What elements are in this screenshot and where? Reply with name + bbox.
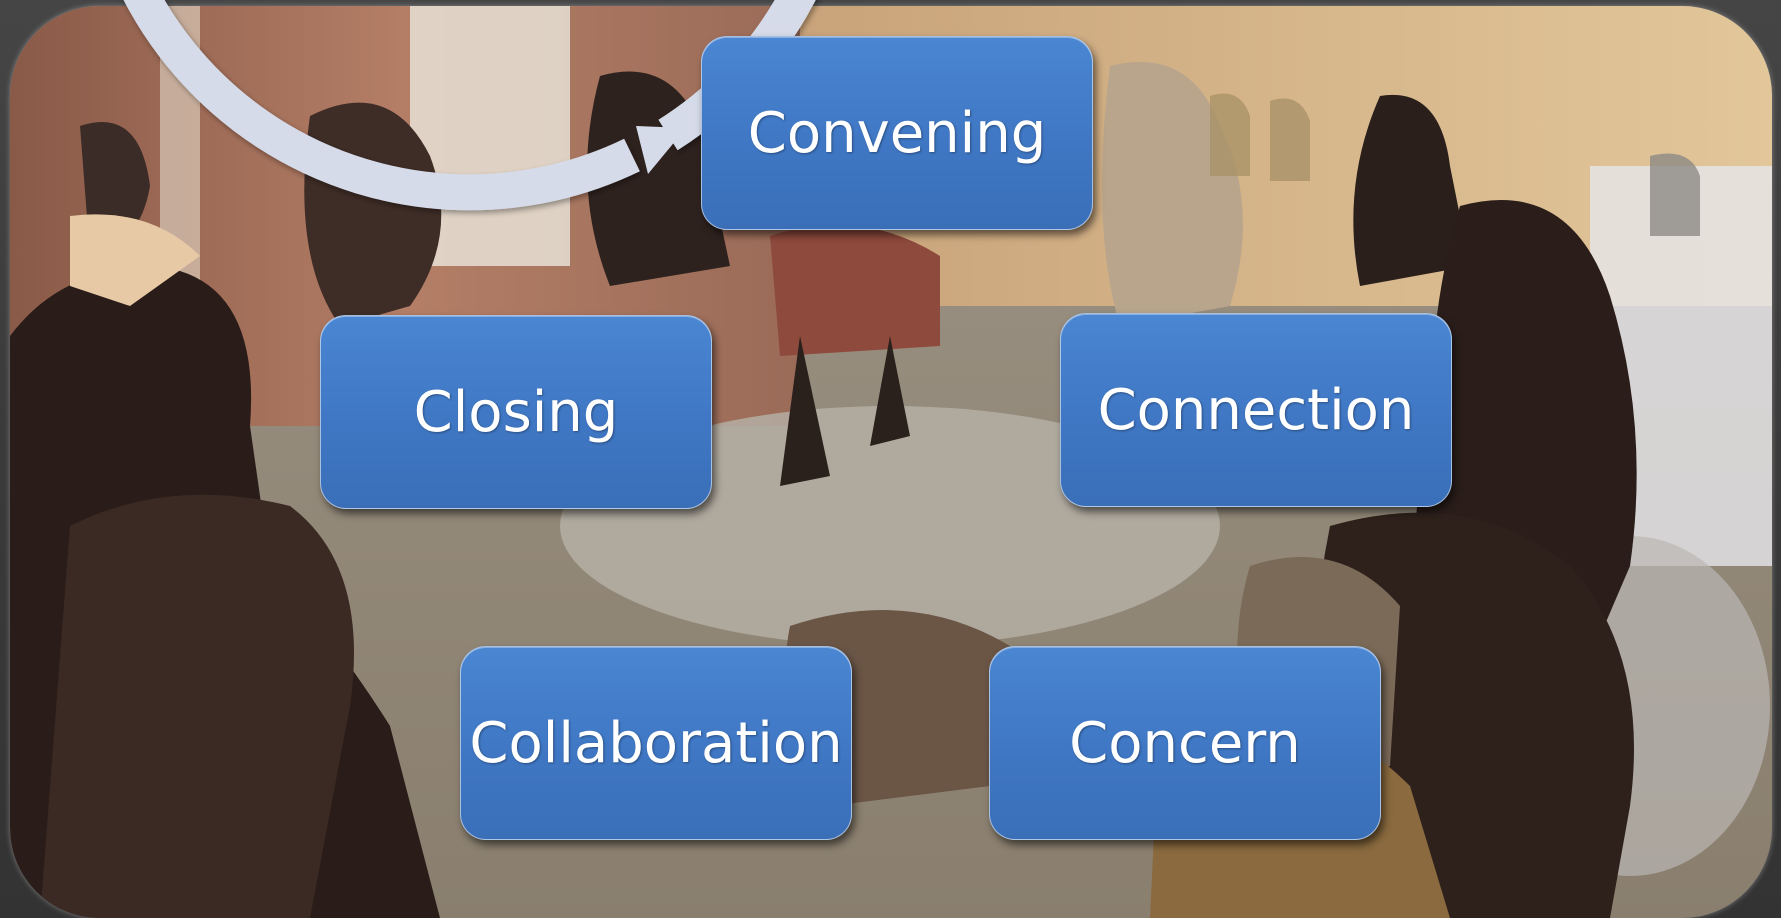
node-label: Concern — [1069, 710, 1301, 776]
node-label: Closing — [413, 379, 619, 445]
cycle-ring — [123, 0, 816, 211]
node-label: Convening — [747, 100, 1047, 166]
cycle-arrowhead — [636, 126, 686, 174]
node-convening: Convening — [701, 36, 1093, 230]
node-closing: Closing — [320, 315, 712, 509]
node-label: Connection — [1097, 377, 1415, 443]
node-label: Collaboration — [469, 710, 843, 776]
node-connection: Connection — [1060, 313, 1452, 507]
node-collaboration: Collaboration — [460, 646, 852, 840]
node-concern: Concern — [989, 646, 1381, 840]
